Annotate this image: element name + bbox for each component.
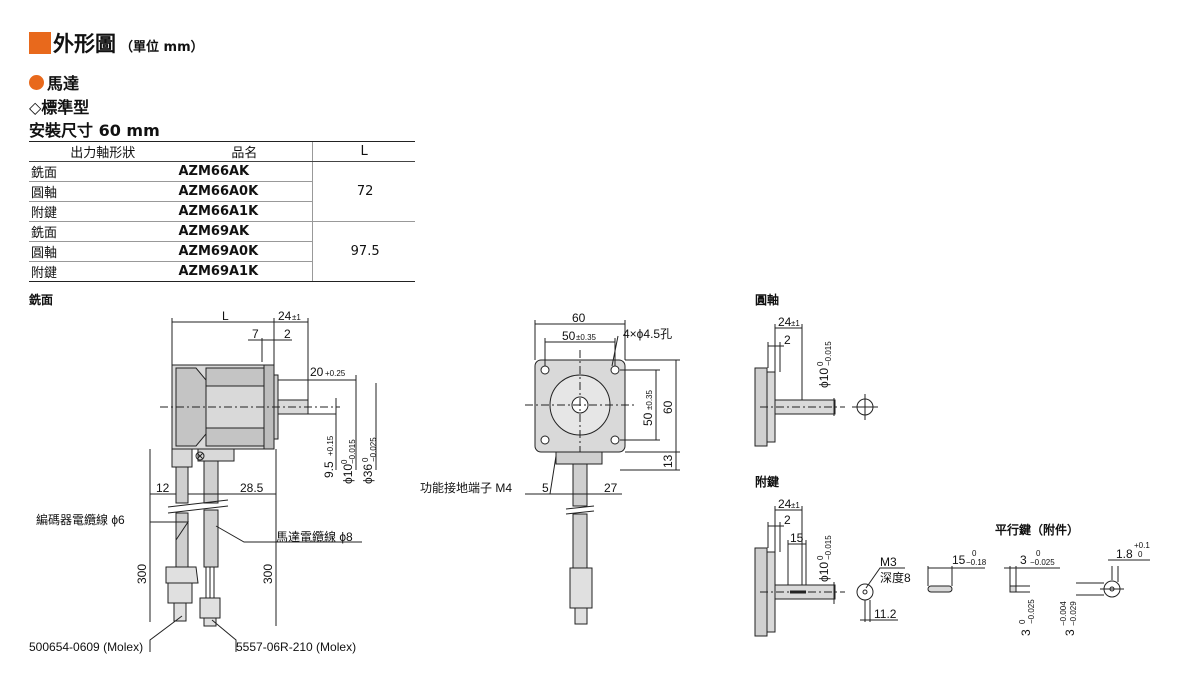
dim-20-tol: +0.25: [325, 369, 346, 378]
key-dim-phi10: ϕ10: [817, 562, 831, 582]
dim-300-left: 300: [135, 564, 149, 584]
ground-terminal-label: 功能接地端子 M4: [420, 480, 512, 495]
pkey-dim-3b: 3: [1063, 629, 1077, 636]
depth-label: 深度8: [880, 570, 911, 585]
front-view-drawing: [525, 320, 680, 625]
dim-60-top: 60: [572, 311, 586, 325]
key-dim-phi10-tol-bot: −0.015: [824, 535, 833, 560]
dim-20: 20: [310, 365, 324, 379]
pkey-dim-3-vert: 3: [1019, 629, 1033, 636]
key-dim-24-tol: ±1: [791, 501, 800, 510]
table-row: 圓軸 AZM69A0K: [29, 241, 415, 262]
holes-label: 4×ϕ4.5孔: [623, 327, 672, 341]
pkey-dim-3-vert-tol-top: 0: [1018, 619, 1027, 624]
dim-phi10: ϕ10: [341, 464, 355, 484]
key-dim-15: 15: [790, 531, 804, 545]
table-header-row: 出力軸形狀 品名 L: [29, 141, 415, 162]
label-key: 附鍵: [755, 475, 780, 489]
dim-28-5: 28.5: [240, 481, 264, 495]
round-dim-2: 2: [784, 333, 791, 347]
dim-phi36-tol-bot: −0.025: [369, 437, 378, 462]
round-dim-phi10-tol-bot: −0.015: [824, 341, 833, 366]
dim-50-side: 50: [641, 412, 655, 426]
dim-13: 13: [661, 454, 675, 468]
pkey-dim-3-vert-tol: −0.025: [1027, 599, 1036, 624]
dim-phi36-tol-top: 0: [361, 457, 370, 462]
pkey-dim-1-8-tol: +0.1: [1134, 541, 1150, 550]
table-row: 圓軸 AZM66A0K: [29, 181, 415, 202]
title-marker-icon: [29, 32, 51, 54]
dim-L: L: [222, 309, 229, 323]
bullet-dot-icon: [29, 74, 44, 90]
dim-60-side: 60: [661, 400, 675, 414]
pkey-dim-15-tol-top: 0: [972, 549, 977, 558]
dim-300-right: 300: [261, 564, 275, 584]
col-shaft: 出力軸形狀: [29, 141, 177, 162]
pkey-dim-3-tol: −0.025: [1030, 558, 1055, 567]
dim-50-side-tol: ±0.35: [645, 389, 654, 410]
col-length: L: [312, 141, 415, 162]
pkey-dim-1-8-tol-bot: 0: [1138, 550, 1143, 559]
m3-label: M3: [880, 555, 897, 569]
mount-size-heading: 安裝尺寸 60 mm: [29, 121, 160, 140]
dim-2: 2: [284, 327, 291, 341]
key-shaft-drawing: [754, 506, 1150, 637]
label-parallel-key: 平行鍵（附件）: [995, 523, 1080, 537]
dim-5: 5: [542, 481, 549, 495]
side-view-drawing: [149, 318, 377, 652]
spec-table: 出力軸形狀 品名 L 銑面 AZM66AK 72 圓軸 AZM66A0K 附鍵 …: [29, 141, 415, 282]
dim-50-tol: ±0.35: [576, 333, 597, 342]
dim-phi10-tol-top: 0: [340, 459, 349, 464]
connector-label-2: 5557-06R-210 (Molex): [236, 640, 356, 654]
table-row: 附鍵 AZM66A1K: [29, 201, 415, 222]
dim-12: 12: [156, 481, 170, 495]
dim-11-2: 11.2: [874, 607, 897, 621]
pkey-dim-3-tol-top: 0: [1036, 549, 1041, 558]
dim-24: 24: [278, 309, 292, 323]
connector-label-1: 500654-0609 (Molex): [29, 640, 143, 654]
dim-7: 7: [252, 327, 259, 341]
dim-27: 27: [604, 481, 618, 495]
page-title: 外形圖 （單位 mm）: [29, 28, 204, 58]
pkey-dim-3: 3: [1020, 553, 1027, 567]
dim-9-5: 9.5: [322, 461, 336, 478]
table-row: 銑面 AZM66AK 72: [29, 161, 415, 222]
dim-phi36: ϕ36: [361, 464, 375, 484]
col-name: 品名: [176, 141, 313, 162]
label-round: 圓軸: [755, 293, 780, 307]
pkey-dim-15-tol: −0.18: [966, 558, 987, 567]
round-dim-24-tol: ±1: [791, 319, 800, 328]
motor-cable-label: 馬達電纜線 ϕ8: [276, 529, 353, 544]
pkey-dim-1-8: 1.8: [1116, 547, 1133, 561]
round-dim-phi10: ϕ10: [817, 368, 831, 388]
pkey-dim-3b-tol1: −0.004: [1059, 601, 1068, 626]
subsection-heading: ◇標準型: [29, 98, 90, 117]
round-dim-24: 24: [778, 315, 792, 329]
dim-phi10-tol-bot: −0.015: [348, 439, 357, 464]
pkey-dim-3b-tol2: −0.029: [1069, 601, 1078, 626]
table-row: 銑面 AZM69AK 97.5: [29, 221, 415, 282]
dim-50: 50: [562, 329, 576, 343]
round-shaft-drawing: [754, 324, 878, 447]
key-dim-24: 24: [778, 497, 792, 511]
label-flat: 銑面: [29, 293, 54, 307]
key-dim-2: 2: [784, 513, 791, 527]
dim-9-5-tol: +0.15: [326, 435, 335, 456]
encoder-cable-label: 編碼器電纜線 ϕ6: [36, 512, 125, 527]
table-row: 附鍵 AZM69A1K: [29, 261, 415, 282]
dim-24-tol: ±1: [292, 313, 301, 322]
round-dim-phi10-tol-top: 0: [816, 361, 825, 366]
section-heading: 馬達: [29, 70, 79, 94]
key-dim-phi10-tol-top: 0: [816, 555, 825, 560]
pkey-dim-15: 15: [952, 553, 966, 567]
